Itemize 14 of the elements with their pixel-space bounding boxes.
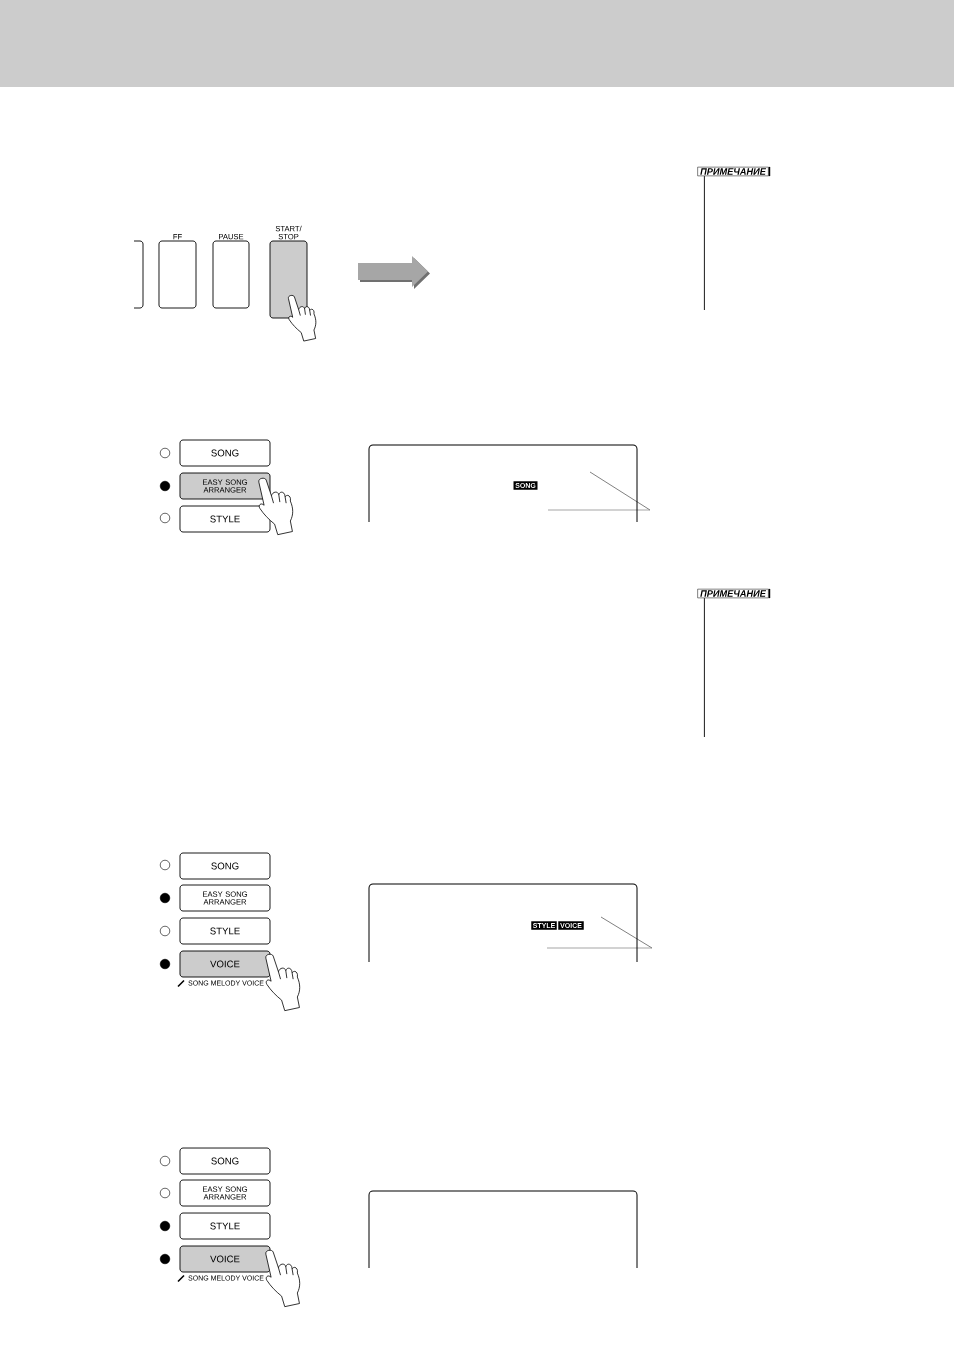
panel-button: STYLE (179, 505, 271, 533)
panel-button: SONG (179, 852, 271, 880)
panel-button: VOICE (179, 1245, 271, 1273)
lcd-display (368, 1190, 638, 1269)
lcd-display (368, 444, 638, 523)
panel-button: SONG (179, 1147, 271, 1175)
panel-button: STYLE (179, 1212, 271, 1240)
key-button (133, 240, 144, 309)
note-tab: ПРИМЕЧАНИЕ (697, 588, 771, 599)
panel-button: SONG (179, 439, 271, 467)
panel-button: VOICE (179, 950, 271, 978)
note-tab: ПРИМЕЧАНИЕ (697, 166, 771, 177)
panel-button: STYLE (179, 917, 271, 945)
lcd-display (368, 883, 638, 963)
